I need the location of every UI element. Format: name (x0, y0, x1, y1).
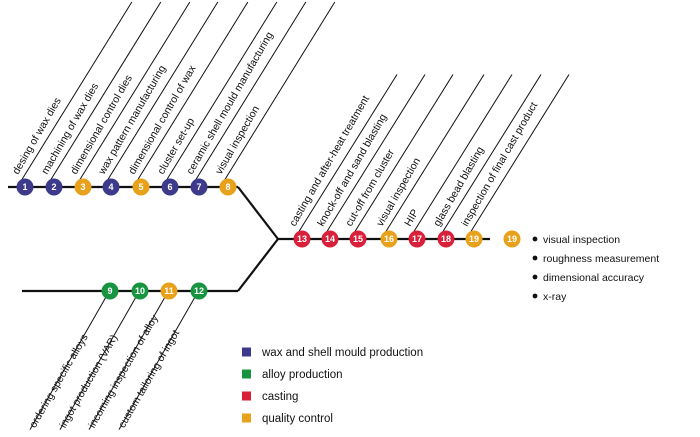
step-marker-quality (160, 282, 178, 300)
step-guide-line (297, 74, 398, 234)
step-guide-line (49, 1, 162, 182)
step-marker-quality (132, 178, 150, 196)
step-number: 1 (22, 182, 27, 192)
legend-swatch-casting (242, 391, 251, 401)
step-marker-casting (321, 230, 339, 248)
step-number: 9 (107, 286, 112, 296)
legend-swatch-quality (242, 413, 251, 423)
step-guide-line (20, 1, 133, 182)
step-marker-wax (16, 178, 34, 196)
final-inspection-item: roughness measurement (532, 253, 659, 265)
legend-label: alloy production (262, 369, 343, 381)
step-number: 7 (196, 182, 201, 192)
bullet-icon (532, 274, 538, 280)
step-marker-alloy (190, 282, 208, 300)
step-marker-quality (219, 178, 237, 196)
legend-label: casting (262, 391, 298, 403)
legend-swatch-wax (242, 347, 251, 357)
step-marker-wax (190, 178, 208, 196)
step-marker-casting (437, 230, 455, 248)
step-number: 3 (80, 182, 85, 192)
step-marker-wax (45, 178, 63, 196)
step-guide-line (59, 296, 137, 430)
step-marker-alloy (101, 282, 119, 300)
step-number: 8 (225, 182, 230, 192)
step-guide-line (136, 1, 249, 182)
step-guide-line (223, 1, 336, 182)
step-number: 11 (164, 286, 174, 296)
legend-item: alloy production (242, 369, 343, 381)
step-marker-quality (380, 230, 398, 248)
step-number: 14 (325, 234, 335, 244)
legend-item: casting (242, 391, 298, 403)
step-marker-casting (349, 230, 367, 248)
step-number: 6 (167, 182, 172, 192)
step-marker-quality (503, 230, 521, 248)
step-guide-line (88, 296, 166, 430)
step-marker-casting (408, 230, 426, 248)
upper-branch-line (237, 186, 279, 240)
process-step: glass bead blasting 18 (431, 74, 542, 248)
step-number: 15 (353, 234, 363, 244)
step-marker-wax (161, 178, 179, 196)
legend-item: wax and shell mould production (242, 347, 423, 359)
step-marker-quality (74, 178, 92, 196)
step-guide-line (194, 1, 307, 182)
step-guide-line (29, 296, 107, 430)
step-number: 17 (412, 234, 422, 244)
step-label: glass bead blasting (431, 145, 486, 229)
step-number: 18 (441, 234, 451, 244)
legend-item: quality control (242, 413, 333, 425)
final-inspection-item: x-ray (532, 291, 567, 303)
step-number: 10 (135, 286, 145, 296)
step-number: 2 (51, 182, 56, 192)
bullet-icon (532, 255, 538, 261)
step-guide-line (78, 1, 191, 182)
step-number: 13 (297, 234, 307, 244)
step-guide-line (412, 74, 513, 234)
step-guide-line (118, 296, 196, 430)
bullet-icon (532, 293, 538, 299)
bullet-icon (532, 236, 538, 242)
step-guide-line (469, 74, 570, 234)
step-marker-alloy (131, 282, 149, 300)
lower-branch-line (237, 238, 279, 292)
step-label: HIP (402, 207, 421, 228)
step-number: 16 (384, 234, 394, 244)
step-number: 5 (138, 182, 143, 192)
final-inspection-label: x-ray (543, 291, 567, 303)
step-marker-wax (102, 178, 120, 196)
final-inspection-label: visual inspection (543, 234, 620, 246)
legend-swatch-alloy (242, 369, 251, 379)
step-guide-line (441, 74, 542, 234)
legend-label: quality control (262, 413, 333, 425)
final-inspection-label: roughness measurement (543, 253, 659, 265)
process-step: 19 (503, 230, 521, 248)
step-guide-line (165, 1, 278, 182)
step-guide-line (353, 74, 454, 234)
step-label: custom tailoring of ingot (116, 328, 182, 430)
step-number: 4 (108, 182, 113, 192)
final-inspection-label: dimensional accuracy (543, 272, 645, 284)
step-number: 12 (194, 286, 204, 296)
step-marker-quality (465, 230, 483, 248)
final-inspection-item: visual inspection (532, 234, 620, 246)
step-number: 19 (469, 234, 479, 244)
step-marker-casting (293, 230, 311, 248)
final-inspection-item: dimensional accuracy (532, 272, 645, 284)
legend: wax and shell mould production alloy prod… (242, 347, 423, 425)
step-guide-line (384, 74, 485, 234)
step-number: 19 (507, 234, 517, 244)
final-inspection-list: visual inspection roughness measurement di… (532, 234, 659, 303)
step-guide-line (325, 74, 426, 234)
legend-label: wax and shell mould production (261, 347, 423, 359)
step-guide-line (106, 1, 219, 182)
